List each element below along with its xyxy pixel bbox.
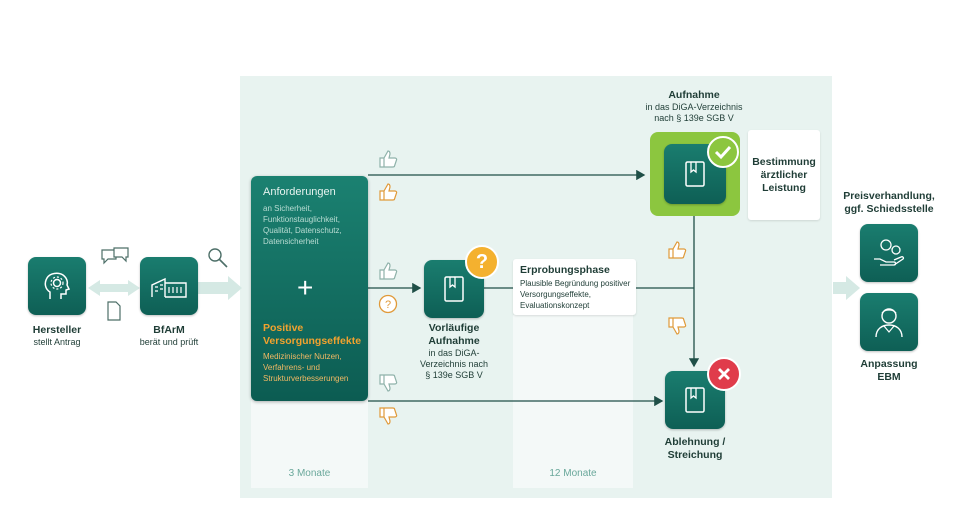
thumbs-up-icon [379, 150, 398, 168]
checkmark-icon [707, 136, 739, 168]
erprobungsphase-text: Plausible Begründung positiver Versorgun… [520, 279, 631, 310]
bfarm-sub: berät und prüft [139, 337, 199, 347]
vorlaeufig-title: Vorläufige Aufnahme [428, 322, 480, 347]
hersteller-tile [28, 257, 86, 315]
anforderungen-title: Anforderungen [263, 186, 336, 198]
thumbs-up-icon [379, 262, 398, 280]
aufnahme-title: Aufnahme [668, 89, 720, 101]
building-icon [151, 277, 187, 298]
erprobungsphase-title: Erprobungsphase [520, 264, 610, 276]
ablehnung-label: Ablehnung / Streichung [645, 436, 745, 462]
aufnahme-sub1: in das DiGA-Verzeichnis [645, 102, 743, 112]
bfarm-title: BfArM [153, 324, 185, 336]
vorlaeufig-sub: in das DiGA-Verzeichnis nach § 139e SGB … [419, 348, 489, 380]
preis-tile [860, 224, 918, 282]
magnifier-icon [208, 248, 228, 268]
anpassung-label: Anpassung EBM [838, 358, 940, 384]
ablehnung-text: Ablehnung / Streichung [664, 436, 726, 461]
duration-3-monate: 3 Monate [288, 468, 331, 479]
anforderungen-card: Anforderungen an Sicherheit, Funktionsta… [251, 176, 368, 401]
bfarm-tile [140, 257, 198, 315]
book-icon [444, 276, 464, 302]
vorlaeufig-label: Vorläufige Aufnahme in das DiGA-Verzeich… [404, 322, 504, 381]
question-badge: ? [465, 245, 499, 279]
preis-text: Preisverhandlung, ggf. Schiedsstelle [843, 190, 935, 215]
thumbs-up-icon [379, 183, 398, 201]
preis-label: Preisverhandlung, ggf. Schiedsstelle [838, 190, 940, 216]
book-icon [685, 387, 705, 413]
reject-x-icon [707, 357, 741, 391]
hersteller-label: Hersteller stellt Antrag [12, 324, 102, 348]
aufnahme-label: Aufnahme in das DiGA-Verzeichnis nach § … [632, 89, 756, 124]
book-icon [685, 161, 705, 187]
thumbs-down-icon [668, 317, 687, 335]
duration-12-monate: 12 Monate [549, 468, 597, 479]
thumbs-up-icon [668, 241, 687, 259]
plus-sign: + [297, 272, 314, 303]
thumbs-down-icon [379, 407, 398, 425]
speech-bubbles-icon [101, 247, 129, 265]
document-icon [107, 301, 121, 321]
aufnahme-sub2: nach § 139e SGB V [654, 113, 734, 123]
bfarm-label: BfArM berät und prüft [124, 324, 214, 348]
anpassung-tile [860, 293, 918, 351]
head-gear-icon [44, 272, 71, 299]
anforderungen-text: an Sicherheit, Funktionstauglichkeit, Qu… [263, 204, 342, 246]
anpassung-text: Anpassung EBM [860, 358, 918, 383]
doctor-icon [875, 308, 903, 338]
bestimmung-text: Bestimmung ärztlicher Leistung [752, 156, 816, 194]
question-circle-icon: ? [378, 294, 398, 314]
column-3-monate [251, 400, 368, 488]
svg-text:?: ? [385, 299, 391, 311]
positive-effekte-text: Medizinischer Nutzen, Verfahrens- und St… [263, 352, 349, 383]
hersteller-sub: stellt Antrag [33, 337, 81, 347]
erprobungsphase-box: Erprobungsphase Plausible Begründung pos… [513, 259, 636, 315]
bestimmung-box: Bestimmung ärztlicher Leistung [748, 130, 820, 220]
thumbs-down-icon [379, 374, 398, 392]
positive-effekte-title: Positive Versorgungseffekte [263, 322, 362, 347]
hand-coins-icon [874, 239, 905, 266]
hersteller-title: Hersteller [32, 324, 82, 336]
